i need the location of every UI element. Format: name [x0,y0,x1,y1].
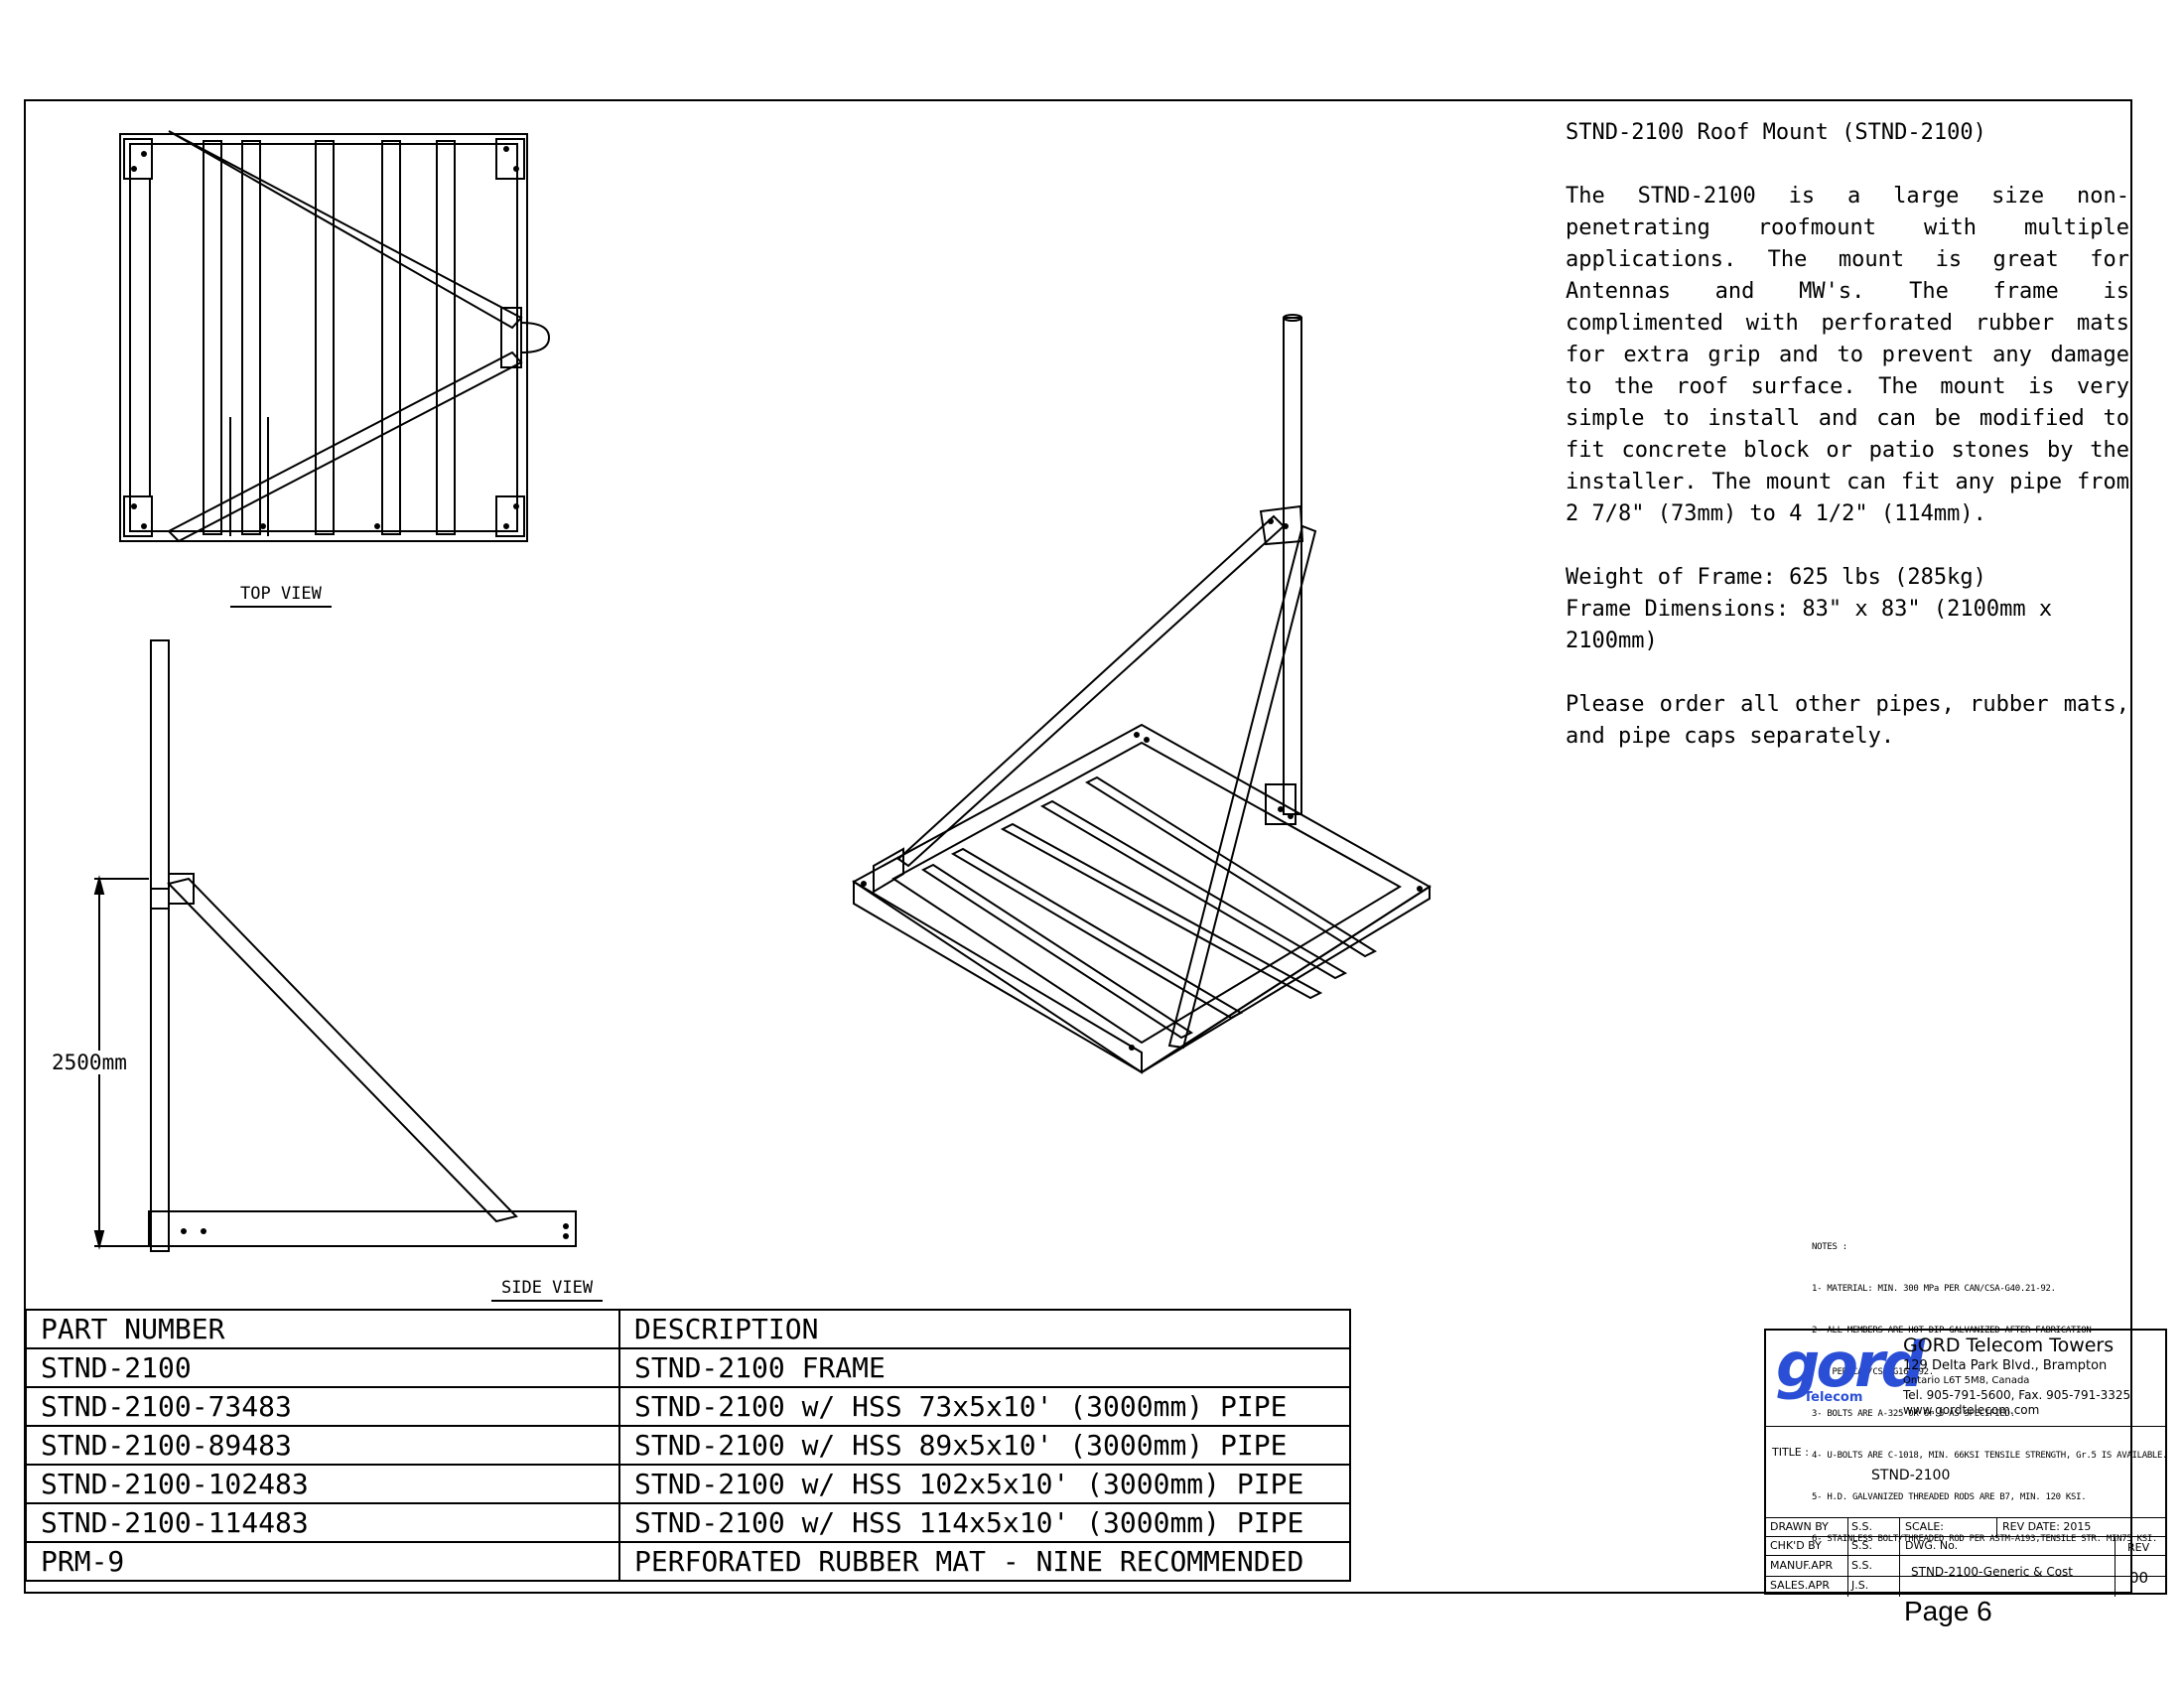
checked-by-value: S.S. [1851,1539,1872,1552]
top-view-bolts [131,146,519,529]
table-row: STND-2100-73483 STND-2100 w/ HSS 73x5x10… [25,1386,1351,1427]
part-number-cell: PRM-9 [25,1541,620,1582]
drawn-by-value: S.S. [1851,1520,1872,1533]
height-dimension-label: 2500mm [52,1051,127,1074]
note-item: 6- STAINLESS BOLT/THREADED ROD PER ASTM-… [1812,1534,2158,1544]
drawing-sheet [24,99,2132,1594]
note-item: PER CAN/CSA G164-92. [1812,1367,1934,1377]
company-address2: Ontario L6T 5M8, Canada [1903,1375,2030,1386]
part-number-cell: STND-2100-102483 [25,1464,620,1504]
manuf-apr-value: S.S. [1851,1559,1872,1572]
company-logo: gord [1776,1329,1925,1401]
description-cell: STND-2100 w/ HSS 89x5x10' (3000mm) PIPE [618,1425,1351,1466]
description-cell: STND-2100 w/ HSS 114x5x10' (3000mm) PIPE [618,1502,1351,1543]
note-item: 4- U-BOLTS ARE C-1018, MIN. 66KSI TENSIL… [1812,1451,2168,1461]
description-header: DESCRIPTION [618,1309,1351,1349]
notes-heading: NOTES : [1812,1242,1847,1252]
frame-dimensions: Frame Dimensions: 83" x 83" (2100mm x 21… [1566,597,2053,653]
company-logo-sub: Telecom [1804,1390,1863,1405]
revision-label: REV [2127,1541,2150,1554]
title-label: TITLE : [1772,1446,1809,1459]
drawing-number-value: STND-2100-Generic & Cost [1911,1565,2074,1579]
parts-table-header: PART NUMBER DESCRIPTION [25,1309,1351,1349]
part-number-cell: STND-2100-114483 [25,1502,620,1543]
order-note: Please order all other pipes, rubber mat… [1566,692,2129,749]
part-number-cell: STND-2100 [25,1347,620,1388]
sales-apr-label: SALES.APR [1770,1579,1831,1592]
note-item: 2- ALL MEMBERS ARE HOT DIP GALVANIZED AF… [1812,1326,2092,1336]
title-block: gord Telecom GORD Telecom Towers 129 Del… [1764,1329,2167,1597]
notes-block: NOTES : 1- MATERIAL: MIN. 300 MPa PER CA… [1812,1212,2168,1560]
description-cell: STND-2100 FRAME [618,1347,1351,1388]
table-row: PRM-9 PERFORATED RUBBER MAT - NINE RECOM… [25,1541,1351,1582]
top-view-label: TOP VIEW [230,584,332,608]
part-number-cell: STND-2100-89483 [25,1425,620,1466]
sales-apr-value: J.S. [1851,1579,1869,1592]
side-view-drawing [93,639,577,1252]
manuf-apr-label: MANUF.APR [1770,1559,1834,1572]
table-row: STND-2100-89483 STND-2100 w/ HSS 89x5x10… [25,1425,1351,1466]
scale-label: SCALE: [1905,1520,1944,1533]
side-view-bolts [181,1223,569,1239]
side-view-label: SIDE VIEW [491,1278,604,1302]
checked-by-label: CHK'D BY [1770,1539,1822,1552]
title-value: STND-2100 [1871,1468,1951,1483]
drawing-number-label: DWG. No. [1905,1539,1959,1552]
drawn-by-label: DRAWN BY [1770,1520,1829,1533]
company-web: www.gordtelecom.com [1903,1403,2040,1417]
product-description: STND-2100 Roof Mount (STND-2100) The STN… [1566,117,2129,774]
rev-date-label: REV DATE: 2015 [2002,1520,2092,1533]
frame-weight: Weight of Frame: 625 lbs (285kg) [1566,565,1986,590]
company-name: GORD Telecom Towers [1903,1335,2115,1356]
note-item: 5- H.D. GALVANIZED THREADED RODS ARE B7,… [1812,1492,2087,1502]
note-item: 1- MATERIAL: MIN. 300 MPa PER CAN/CSA-G4… [1812,1284,2056,1294]
description-cell: STND-2100 w/ HSS 102x5x10' (3000mm) PIPE [618,1464,1351,1504]
table-row: STND-2100-114483 STND-2100 w/ HSS 114x5x… [25,1502,1351,1543]
page-number: Page 6 [1904,1596,1992,1626]
description-cell: PERFORATED RUBBER MAT - NINE RECOMMENDED [618,1541,1351,1582]
part-number-cell: STND-2100-73483 [25,1386,620,1427]
product-body: The STND-2100 is a large size non-penetr… [1566,184,2129,526]
top-view-drawing [119,130,551,543]
product-title: STND-2100 Roof Mount (STND-2100) [1566,120,1986,145]
part-number-header: PART NUMBER [25,1309,620,1349]
note-item: 3- BOLTS ARE A-325 OR Gr.5 AS SPECIFIED. [1812,1409,2015,1419]
isometric-view-drawing [852,314,1432,1074]
company-phone: Tel. 905-791-5600, Fax. 905-791-3325 [1903,1388,2131,1402]
description-cell: STND-2100 w/ HSS 73x5x10' (3000mm) PIPE [618,1386,1351,1427]
table-row: STND-2100-102483 STND-2100 w/ HSS 102x5x… [25,1464,1351,1504]
revision-value: 00 [2129,1569,2149,1587]
table-row: STND-2100 STND-2100 FRAME [25,1347,1351,1388]
company-address1: 129 Delta Park Blvd., Brampton [1903,1358,2108,1373]
isometric-view-bolts [861,518,1423,1051]
parts-table: PART NUMBER DESCRIPTION STND-2100 STND-2… [25,1309,1351,1582]
